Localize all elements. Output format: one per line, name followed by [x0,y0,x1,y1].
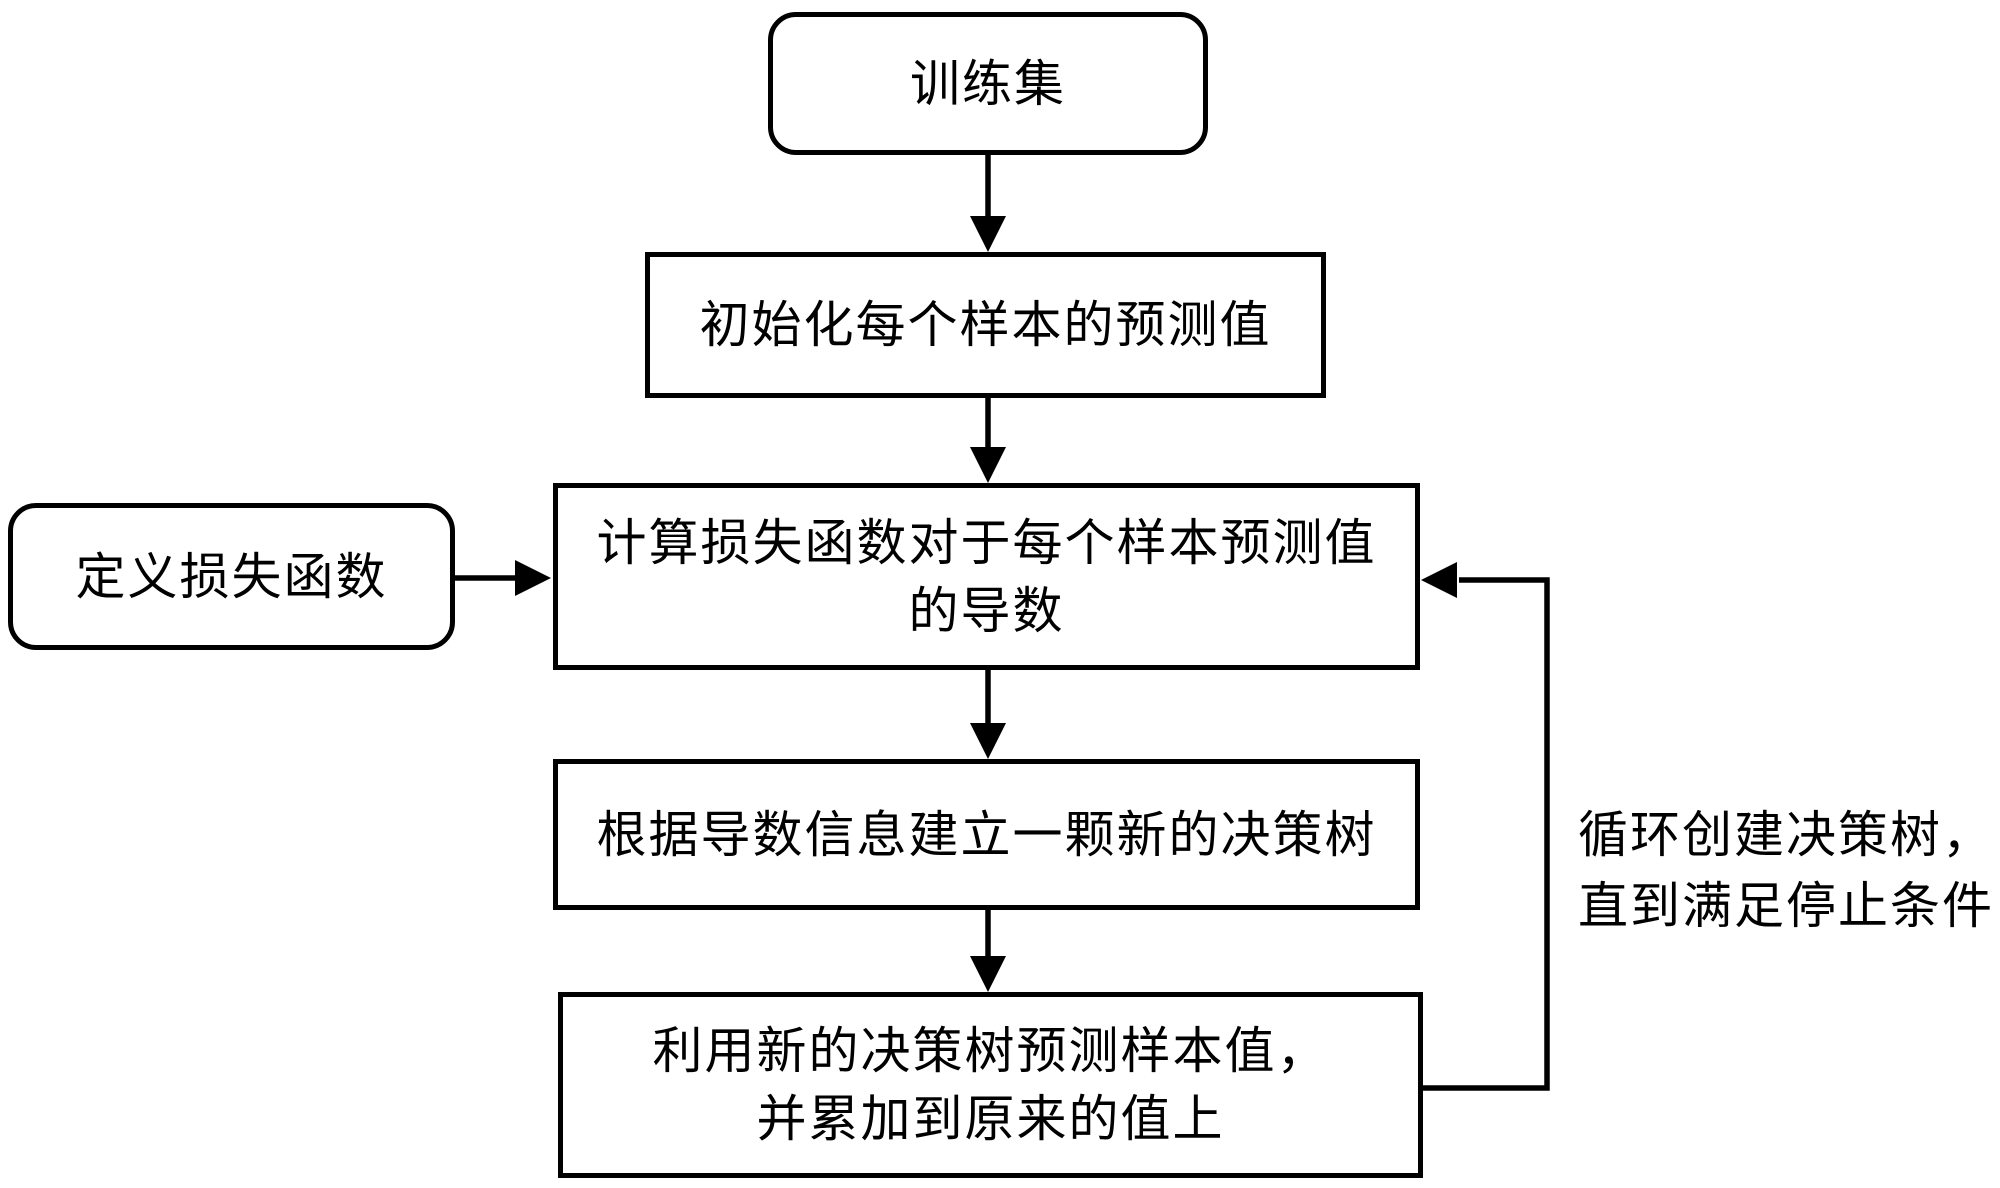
node-build-tree: 根据导数信息建立一颗新的决策树 [553,759,1420,910]
arrowhead-gradient-to-tree [970,723,1006,759]
node-training-set: 训练集 [768,12,1208,155]
arrowhead-training-to-init [970,216,1006,252]
feedback-loop-line [1421,577,1550,1091]
node-compute-gradient: 计算损失函数对于每个样本预测值 的导数 [553,483,1420,670]
node-update-prediction: 利用新的决策树预测样本值， 并累加到原来的值上 [558,992,1423,1178]
arrowhead-tree-to-update [970,956,1006,992]
loop-annotation: 循环创建决策树， 直到满足停止条件 [1578,807,1994,934]
node-define-loss: 定义损失函数 [8,503,455,650]
arrowhead-init-to-gradient [970,447,1006,483]
node-init-prediction: 初始化每个样本的预测值 [645,252,1326,398]
arrowhead-loss-to-gradient [515,560,551,596]
arrowhead-loop-to-gradient [1421,562,1457,598]
